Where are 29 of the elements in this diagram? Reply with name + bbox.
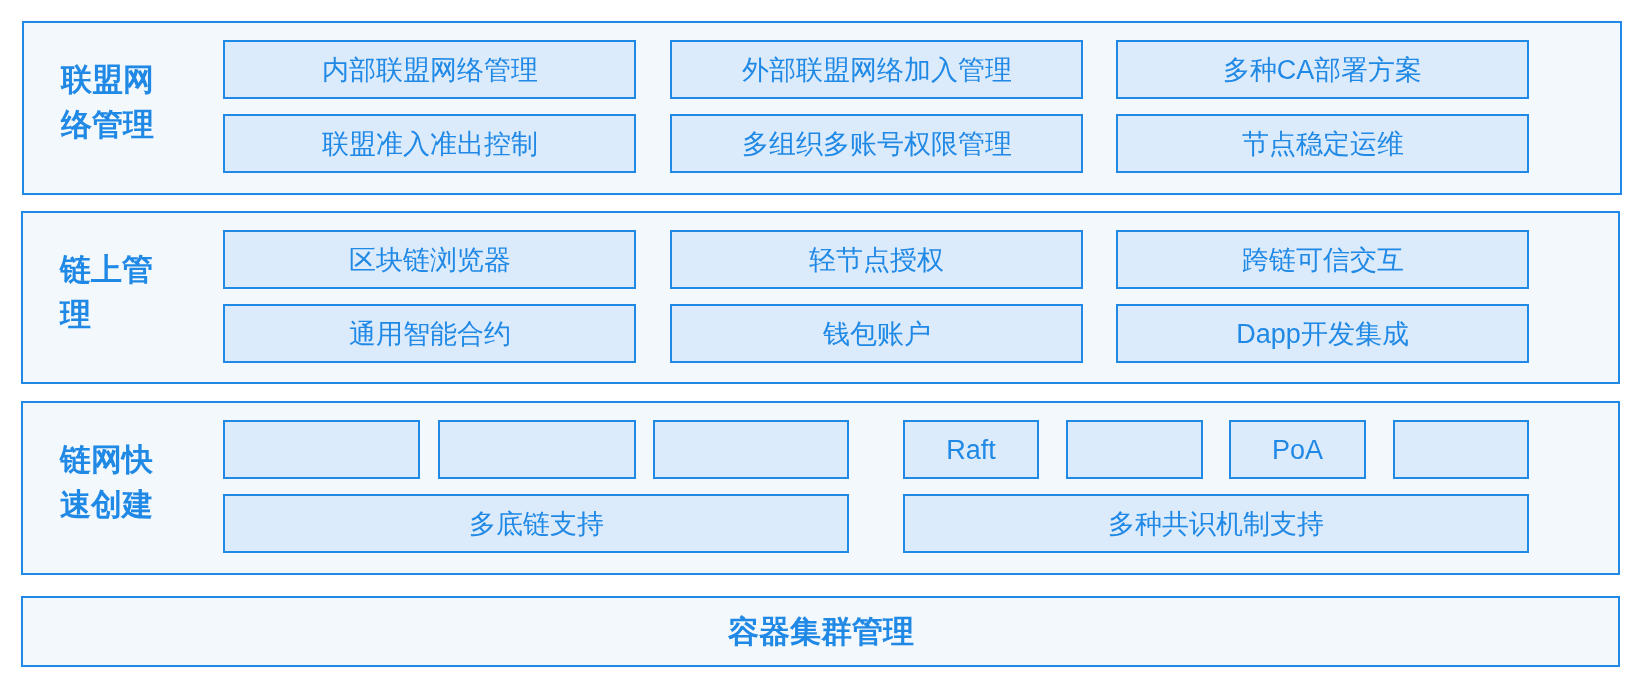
empty-box xyxy=(438,420,636,479)
layer-panel xyxy=(21,596,1620,667)
layer-heading: 联盟网络管理 xyxy=(61,61,155,144)
feature-box: 多组织多账号权限管理 xyxy=(670,114,1083,173)
feature-box: 外部联盟网络加入管理 xyxy=(670,40,1083,99)
layer-heading: 链网快速创建 xyxy=(60,441,154,524)
empty-box xyxy=(1066,420,1203,479)
feature-box: 跨链可信交互 xyxy=(1116,230,1529,289)
feature-box: 多种CA部署方案 xyxy=(1116,40,1529,99)
feature-box: 轻节点授权 xyxy=(670,230,1083,289)
empty-box xyxy=(1393,420,1529,479)
feature-box: 多种共识机制支持 xyxy=(903,494,1529,553)
feature-box: 多底链支持 xyxy=(223,494,849,553)
feature-box: Dapp开发集成 xyxy=(1116,304,1529,363)
layer-panel xyxy=(21,401,1620,575)
feature-box: 内部联盟网络管理 xyxy=(223,40,636,99)
feature-box: 钱包账户 xyxy=(670,304,1083,363)
feature-box: 联盟准入准出控制 xyxy=(223,114,636,173)
layer-panel xyxy=(22,21,1622,195)
empty-box xyxy=(653,420,849,479)
empty-box xyxy=(223,420,420,479)
feature-box: 区块链浏览器 xyxy=(223,230,636,289)
layer-heading: 链上管理 xyxy=(60,251,154,334)
layer-heading: 容器集群管理 xyxy=(727,612,914,651)
feature-box: PoA xyxy=(1229,420,1366,479)
feature-box: 节点稳定运维 xyxy=(1116,114,1529,173)
feature-box: Raft xyxy=(903,420,1039,479)
layer-panel xyxy=(21,211,1620,384)
feature-box: 通用智能合约 xyxy=(223,304,636,363)
